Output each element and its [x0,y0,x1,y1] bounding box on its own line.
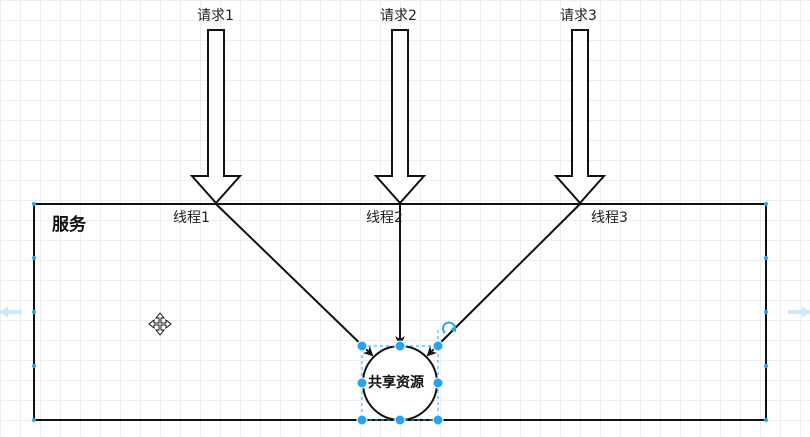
shared-resource-label: 共享资源 [368,375,424,391]
resize-handle-e[interactable] [432,377,444,389]
request-label-2: 请求2 [380,8,417,24]
request-label-1: 请求1 [197,8,234,24]
request-label-3: 请求3 [560,8,597,24]
resize-handle-s[interactable] [394,414,406,426]
resize-handle-se[interactable] [432,414,444,426]
thread-label-2: 线程2 [366,210,403,226]
thread-connector-1[interactable] [215,203,374,357]
move-cursor-icon [148,312,172,336]
request-arrow-2[interactable] [373,29,427,205]
rotate-handle-icon[interactable] [442,321,456,334]
right-guide-arrow-icon [788,306,810,318]
thread-label-3: 线程3 [591,210,628,226]
resize-handle-w[interactable] [356,377,368,389]
service-box-handles[interactable] [32,202,768,422]
resize-handle-sw[interactable] [356,414,368,426]
resize-handle-ne[interactable] [432,340,444,352]
resize-handle-nw[interactable] [356,340,368,352]
thread-connector-3[interactable] [426,203,581,357]
service-label: 服务 [52,215,86,235]
request-arrow-1[interactable] [189,29,243,205]
left-guide-arrow-icon [0,306,22,318]
request-arrow-3[interactable] [553,29,607,205]
resize-handle-n[interactable] [394,340,406,352]
thread-label-1: 线程1 [173,210,210,226]
